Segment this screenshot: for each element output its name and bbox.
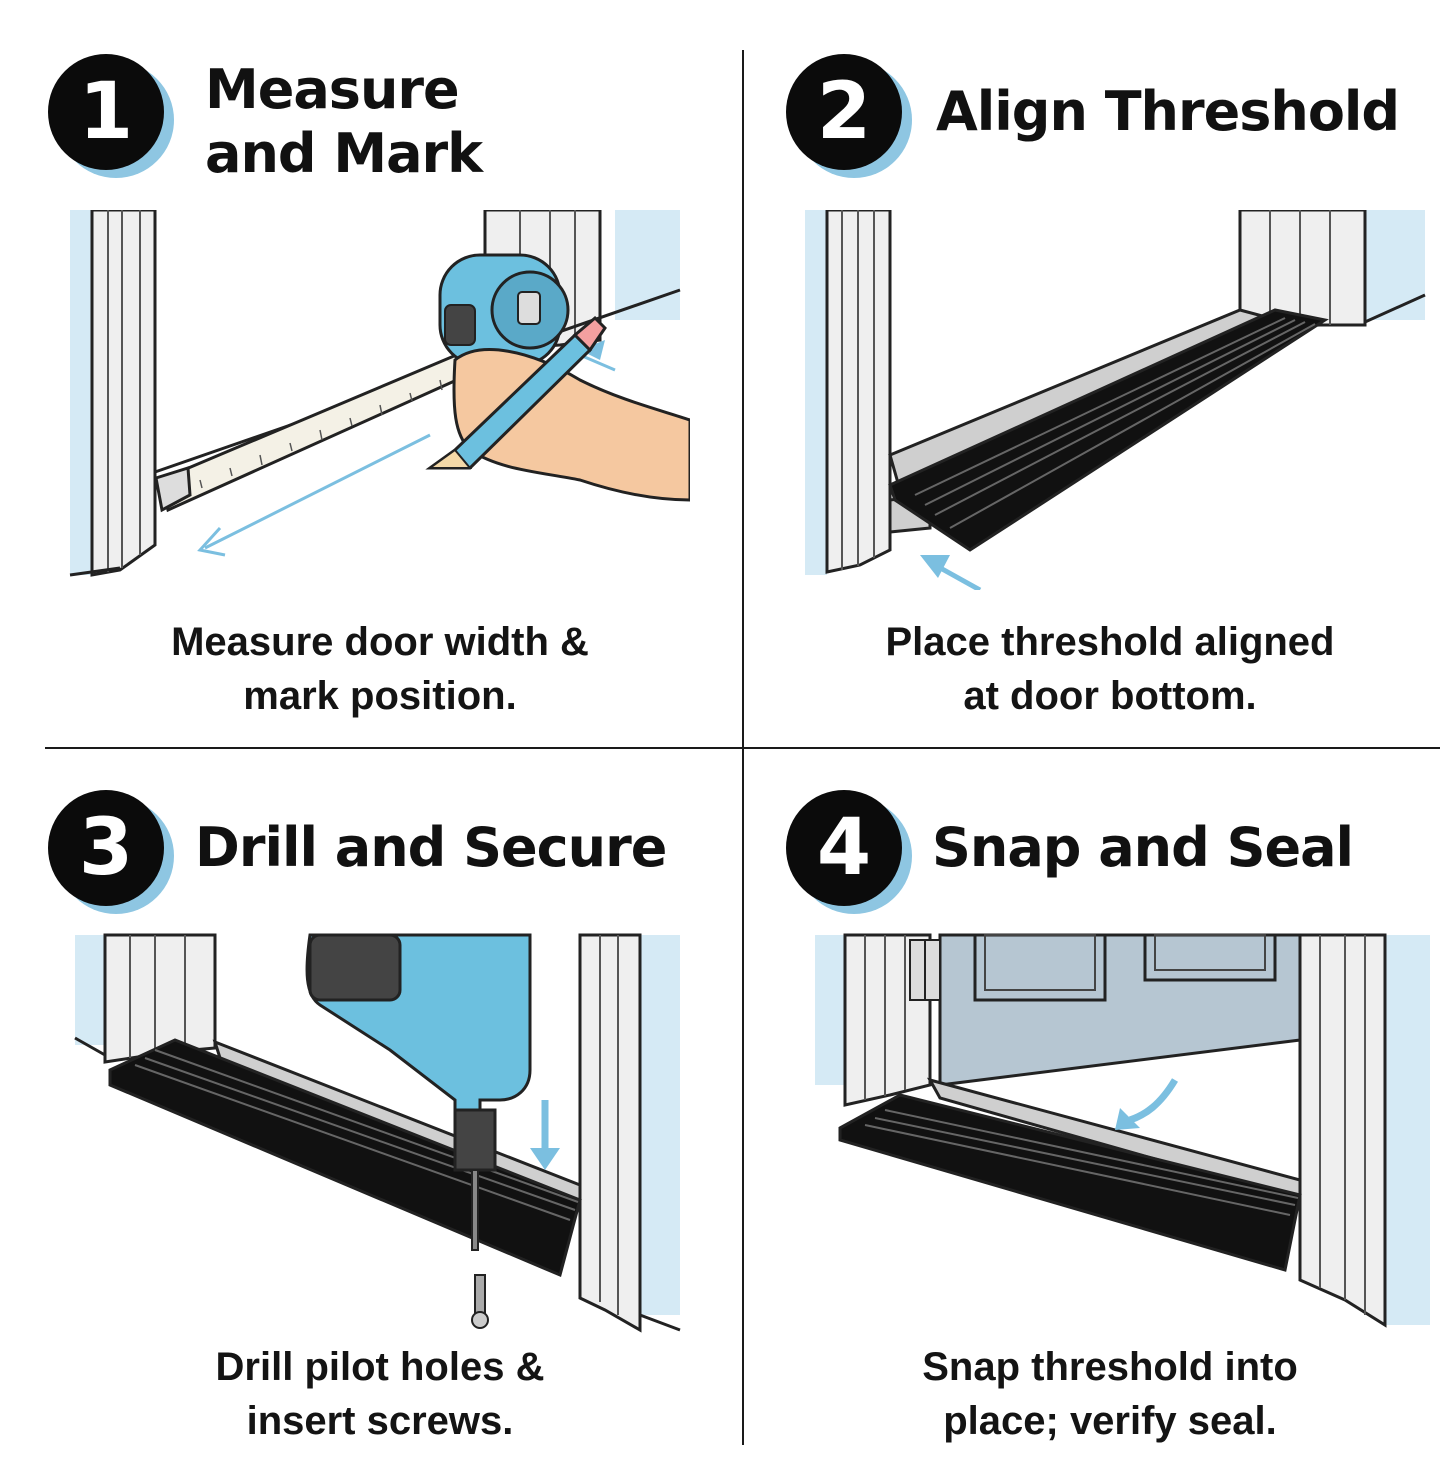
step-1-number: 1	[48, 54, 164, 170]
arrow-icon	[920, 555, 982, 590]
step-3-illustration	[74, 933, 681, 1333]
right-door-jamb	[578, 933, 642, 1333]
step-4-caption-line-1: Snap threshold into	[922, 1345, 1298, 1389]
step-2-illustration	[805, 210, 1426, 590]
step-1-caption-line-2: mark position.	[243, 674, 517, 718]
step-4-title: Snap and Seal	[932, 816, 1445, 880]
door-hinge-icon	[909, 939, 941, 1001]
step-3-caption: Drill pilot holes & insert screws.	[20, 1340, 740, 1448]
left-door-jamb	[103, 933, 217, 1064]
step-3-badge: 3	[48, 790, 174, 914]
step-1-illustration	[69, 210, 690, 577]
step-1-caption-line-1: Measure door width &	[171, 620, 589, 664]
step-3-title-line-1: Drill and Secure	[195, 816, 667, 879]
step-4-badge: 4	[786, 790, 912, 914]
step-3-number: 3	[48, 790, 164, 906]
step-4-caption: Snap threshold into place; verify seal.	[750, 1340, 1445, 1448]
threshold-ramp	[888, 308, 1329, 552]
right-door-jamb	[1238, 210, 1367, 330]
step-4-panel: 4 Snap and Seal	[760, 780, 1445, 1480]
left-wall	[815, 935, 845, 1085]
tape-measure-blade	[158, 343, 493, 513]
step-2-caption: Place threshold aligned at door bottom.	[750, 615, 1445, 723]
step-2-number: 2	[786, 54, 902, 170]
tape-measure-icon	[438, 253, 570, 367]
right-wall	[615, 210, 680, 320]
step-4-illustration	[815, 933, 1430, 1328]
right-wall	[1385, 935, 1430, 1325]
arrow-icon	[530, 1100, 560, 1170]
tape-hook	[154, 466, 192, 513]
step-1-panel: 1 Measure and Mark	[20, 40, 720, 740]
step-2-panel: 2 Align Threshold Place thr	[760, 40, 1445, 740]
step-4-title-line-1: Snap and Seal	[932, 816, 1354, 879]
step-2-badge: 2	[786, 54, 912, 178]
door-panel	[938, 933, 1302, 1087]
step-4-caption-line-2: place; verify seal.	[943, 1399, 1277, 1443]
horizontal-divider	[45, 747, 1440, 749]
pencil-icon	[425, 315, 607, 470]
right-wall	[635, 935, 680, 1315]
screw-icon	[471, 1274, 489, 1329]
arrow-icon	[1115, 1078, 1179, 1130]
left-door-jamb	[843, 933, 932, 1107]
step-3-title: Drill and Secure	[195, 816, 715, 880]
right-door-jamb	[1298, 933, 1387, 1328]
left-wall	[75, 935, 105, 1045]
step-4-number: 4	[786, 790, 902, 906]
step-3-panel: 3 Drill and Secure	[20, 780, 720, 1480]
step-2-title-line-1: Align Threshold	[936, 80, 1400, 143]
step-1-badge: 1	[48, 54, 174, 178]
arrow-icon	[204, 433, 431, 550]
step-3-caption-line-1: Drill pilot holes &	[215, 1345, 545, 1389]
step-3-caption-line-2: insert screws.	[246, 1399, 514, 1443]
step-2-caption-line-2: at door bottom.	[963, 674, 1257, 718]
step-1-title: Measure and Mark	[205, 58, 585, 186]
step-1-title-line-2: and Mark	[205, 122, 483, 185]
drill-icon	[305, 933, 532, 1251]
threshold-ramp	[838, 1093, 1302, 1272]
left-wall	[805, 210, 827, 575]
step-2-title: Align Threshold	[936, 80, 1445, 144]
step-2-caption-line-1: Place threshold aligned	[885, 620, 1335, 664]
step-1-title-line-1: Measure	[205, 58, 460, 121]
left-wall	[70, 210, 92, 575]
left-door-jamb	[90, 210, 157, 577]
step-1-caption: Measure door width & mark position.	[20, 615, 740, 723]
